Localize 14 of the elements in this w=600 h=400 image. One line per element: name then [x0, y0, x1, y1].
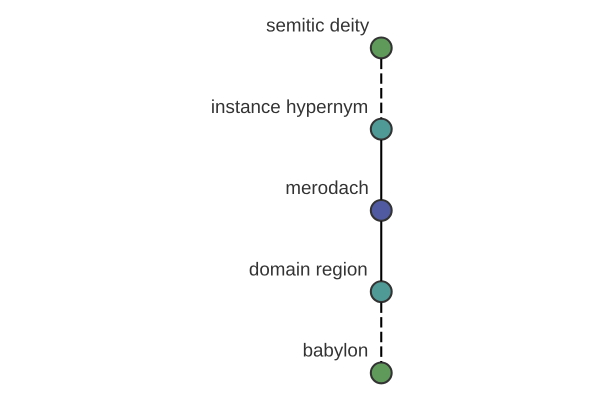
node-label: merodach [285, 177, 369, 198]
node-label: babylon [302, 340, 368, 361]
node-circle [370, 36, 393, 60]
connector [380, 221, 382, 281]
connector [380, 58, 382, 118]
node-label: domain region [248, 258, 368, 280]
node-circle [370, 280, 393, 304]
node-label: semitic deity [266, 14, 370, 36]
connector [380, 140, 382, 200]
node-circle [370, 198, 393, 222]
connector [380, 302, 382, 362]
node-label: instance hypernym [210, 96, 368, 117]
node-circle [370, 361, 393, 384]
node-circle [370, 118, 393, 141]
